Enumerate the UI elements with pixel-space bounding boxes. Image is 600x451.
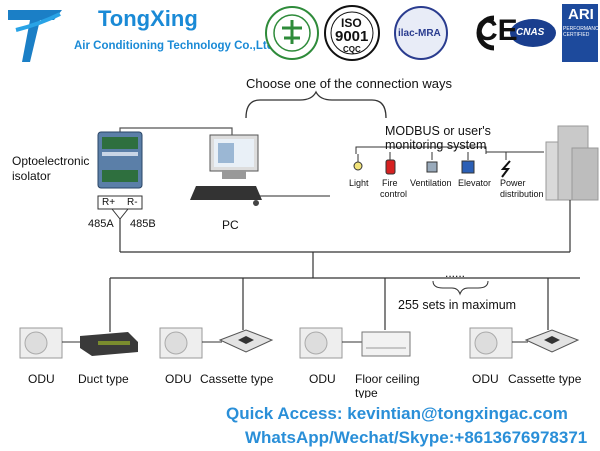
cqc-label: CQC	[343, 45, 361, 54]
cassette-type-unit-2-icon	[524, 329, 580, 353]
system-power-distribution-label: distribution	[500, 189, 544, 199]
floor-ceiling-unit-icon	[361, 331, 411, 357]
terminal-r-plus: R+	[102, 197, 116, 208]
unit-2-odu-label: ODU	[165, 372, 192, 386]
unit-1-type-label: Duct type	[78, 372, 129, 386]
ari-sublabel: PERFORMANCE CERTIFIED	[563, 26, 600, 38]
unit-2-type-label: Cassette type	[200, 372, 274, 386]
max-sets-label: 255 sets in maximum	[398, 298, 517, 312]
cnas-badge-icon	[510, 19, 556, 47]
ari-badge-icon	[562, 4, 598, 62]
optoelectronic-isolator-icon	[97, 131, 143, 189]
cnas-label: CNAS	[516, 27, 545, 38]
pc-label: PC	[222, 218, 239, 232]
brand-subtitle: Air Conditioning Technology Co.,Ltd	[74, 40, 274, 52]
system-light-label: Light	[349, 178, 369, 188]
quick-access-email-link[interactable]: Quick Access: kevintian@tongxingac.com	[226, 404, 568, 423]
elevator-icon	[461, 152, 475, 174]
ilac-mra-badge-icon	[394, 6, 448, 60]
iso-number: 9001	[335, 28, 369, 45]
label-485b: 485B	[130, 218, 156, 230]
isolator-label: Optoelectronic isolator	[12, 154, 90, 183]
power-lightning-icon	[500, 152, 511, 178]
ilac-label: ilac-MRA	[398, 28, 441, 39]
label-485a: 485A	[88, 218, 114, 230]
system-ventilation-label: Ventilation	[410, 178, 452, 188]
unit-3-type-label: Floor ceiling type	[355, 372, 420, 398]
modbus-label: MODBUS or user's	[385, 124, 491, 138]
pc-icon	[190, 134, 262, 206]
ventilation-fan-icon	[426, 152, 438, 173]
energy-conservation-badge-icon	[265, 6, 319, 60]
whatsapp-contact-link[interactable]: WhatsApp/Wechat/Skype:+8613676978371	[245, 428, 588, 447]
system-power-label: Power	[500, 178, 526, 188]
system-elevator-label: Elevator	[458, 178, 492, 188]
tongxing-logo-icon	[8, 10, 62, 62]
certification-badges	[265, 4, 598, 62]
iso-9001-badge-icon	[324, 5, 380, 61]
building-icon	[545, 125, 599, 201]
system-fire-control-label: control	[380, 189, 408, 199]
cassette-type-unit-icon	[218, 329, 274, 353]
brand-name: TongXing	[98, 6, 198, 31]
odu-unit-1-icon	[19, 327, 63, 359]
unit-4-odu-label: ODU	[472, 372, 499, 386]
ari-label: ARI	[568, 6, 594, 23]
monitoring-system-label: monitoring system	[385, 138, 487, 152]
odu-unit-4-icon	[469, 327, 513, 359]
fire-extinguisher-icon	[385, 152, 396, 175]
unit-3-odu-label: ODU	[309, 372, 336, 386]
ce-label: CE	[476, 14, 518, 47]
light-bulb-icon	[353, 154, 363, 171]
system-fire-label: Fire	[382, 178, 398, 188]
ellipsis-label: ......	[445, 266, 466, 280]
ce-mark-icon	[476, 15, 495, 51]
odu-unit-2-icon	[159, 327, 203, 359]
iso-label: ISO	[341, 16, 362, 30]
terminal-r-minus: R-	[127, 197, 138, 208]
unit-4-type-label: Cassette type	[508, 372, 582, 386]
duct-type-unit-icon	[80, 332, 138, 356]
unit-1-odu-label: ODU	[28, 372, 55, 386]
connection-ways-label: Choose one of the connection ways	[246, 76, 452, 91]
odu-unit-3-icon	[299, 327, 343, 359]
